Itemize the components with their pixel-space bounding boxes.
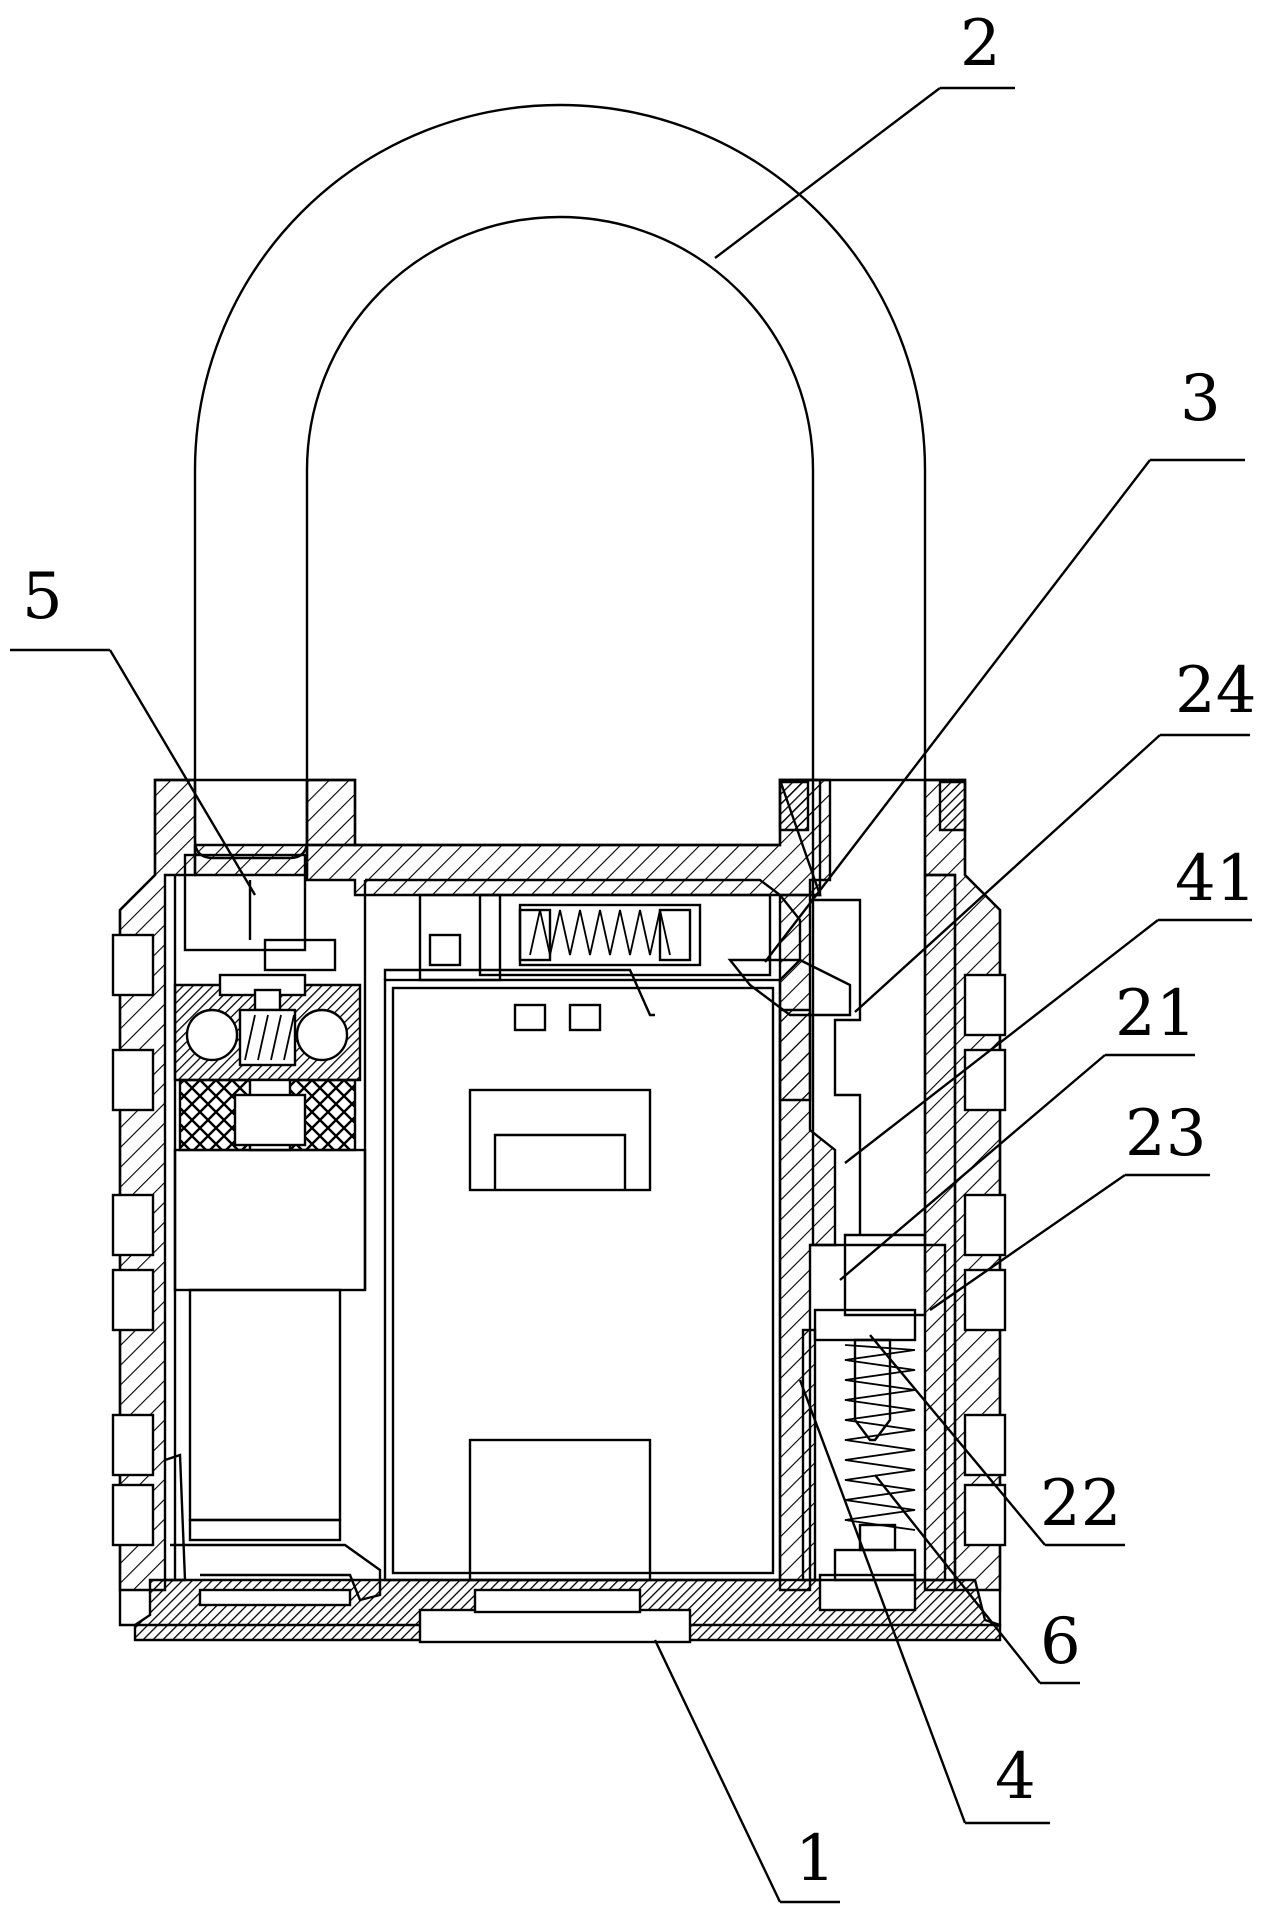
lock-body (118, 778, 1002, 1627)
callout-2: 2 (960, 7, 1001, 81)
battery-pack (383, 968, 782, 1582)
motor-assembly (164, 853, 382, 1602)
callout-1: 1 (795, 1822, 836, 1896)
callout-5: 5 (22, 560, 63, 634)
callout-22: 22 (1040, 1467, 1121, 1541)
plunger-assembly (801, 898, 947, 1582)
leader-lines (10, 86, 1252, 1904)
latch-assembly (365, 878, 852, 1017)
callout-4: 4 (995, 1740, 1036, 1814)
side-buttons-right (963, 973, 1007, 1547)
callout-21: 21 (1115, 977, 1196, 1051)
side-buttons-left (111, 933, 155, 1547)
bottom-cover (133, 1573, 1002, 1644)
callout-24: 24 (1175, 654, 1256, 728)
callout-23: 23 (1125, 1097, 1206, 1171)
callout-3: 3 (1180, 362, 1221, 436)
callout-41: 41 (1175, 842, 1256, 916)
callout-labels: 2 3 5 24 41 21 23 22 6 4 1 (22, 7, 1256, 1896)
callout-6: 6 (1040, 1605, 1081, 1679)
